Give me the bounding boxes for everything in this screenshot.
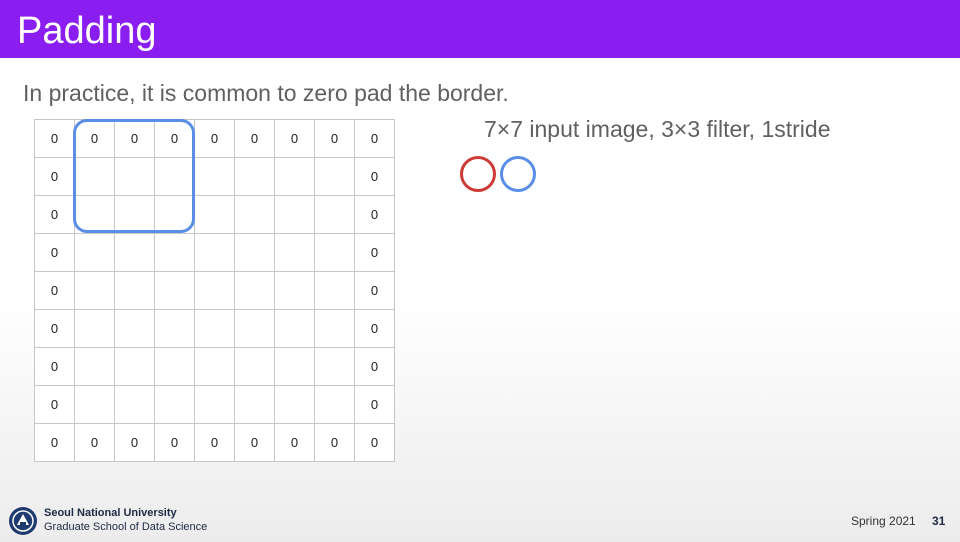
grid-cell (274, 233, 315, 272)
grid-cell: 0 (354, 157, 395, 196)
title-bar: Padding (0, 0, 960, 58)
grid-cell (154, 347, 195, 386)
grid-cell (114, 195, 155, 234)
grid-cell (114, 157, 155, 196)
grid-cell: 0 (354, 271, 395, 310)
grid-cell (274, 271, 315, 310)
grid-cell: 0 (194, 423, 235, 462)
grid-cell: 0 (274, 119, 315, 158)
grid-cell (114, 309, 155, 348)
grid-cell (234, 271, 275, 310)
blue-circle-icon (500, 156, 536, 192)
grid-cell (194, 157, 235, 196)
grid-cell (154, 385, 195, 424)
grid-cell (194, 195, 235, 234)
grid-cell: 0 (194, 119, 235, 158)
university-logo-icon (9, 507, 37, 535)
description-text: 7×7 input image, 3×3 filter, 1stride (484, 116, 831, 142)
grid-cell (154, 271, 195, 310)
grid-cell: 0 (154, 423, 195, 462)
grid-cell (74, 385, 115, 424)
grid-cell: 0 (34, 309, 75, 348)
grid-cell: 0 (34, 233, 75, 272)
grid-cell: 0 (354, 423, 395, 462)
grid-cell: 0 (354, 309, 395, 348)
grid-cell: 0 (34, 119, 75, 158)
grid-cell: 0 (314, 119, 355, 158)
university-name: Seoul National University (44, 507, 177, 519)
grid-cell (234, 385, 275, 424)
grid-cell (74, 233, 115, 272)
grid-cell (314, 233, 355, 272)
filter-window-outline (73, 119, 195, 233)
grid-cell: 0 (234, 119, 275, 158)
page-number: 31 (932, 514, 946, 528)
grid-cell (234, 347, 275, 386)
grid-cell: 0 (274, 423, 315, 462)
term-label: Spring 2021 (851, 514, 916, 528)
grid-cell: 0 (354, 119, 395, 158)
grid-cell (114, 385, 155, 424)
grid-cell: 0 (34, 347, 75, 386)
grid-cell (74, 271, 115, 310)
grid-cell (234, 195, 275, 234)
grid-cell (194, 309, 235, 348)
grid-cell (314, 309, 355, 348)
grid-cell (314, 271, 355, 310)
grid-cell (274, 195, 315, 234)
grid-cell (314, 347, 355, 386)
grid-cell (314, 195, 355, 234)
grid-cell (194, 347, 235, 386)
grid-cell (314, 385, 355, 424)
grid-cell: 0 (114, 423, 155, 462)
grid-cell: 0 (34, 157, 75, 196)
grid-cell (274, 347, 315, 386)
grid-cell (114, 347, 155, 386)
grid-cell: 0 (34, 271, 75, 310)
grid-cell: 0 (314, 423, 355, 462)
grid-cell (194, 233, 235, 272)
grid-cell (234, 309, 275, 348)
grid-cell (194, 385, 235, 424)
grid-cell: 0 (354, 195, 395, 234)
grid-cell (314, 157, 355, 196)
slide-subtitle: In practice, it is common to zero pad th… (23, 80, 509, 106)
red-circle-icon (460, 156, 496, 192)
grid-cell (274, 157, 315, 196)
grid-cell: 0 (354, 385, 395, 424)
grid-cell (74, 309, 115, 348)
grid-cell (194, 271, 235, 310)
grid-cell (274, 309, 315, 348)
grid-cell: 0 (34, 195, 75, 234)
grid-cell (154, 309, 195, 348)
slide-title: Padding (17, 10, 157, 52)
grid-cell (154, 233, 195, 272)
grid-cell: 0 (34, 423, 75, 462)
grid-cell (234, 233, 275, 272)
grid-cell: 0 (354, 233, 395, 272)
grid-cell (114, 271, 155, 310)
school-name: Graduate School of Data Science (44, 521, 208, 533)
grid-cell: 0 (234, 423, 275, 462)
grid-cell (114, 233, 155, 272)
grid-cell: 0 (34, 385, 75, 424)
grid-cell (74, 347, 115, 386)
grid-cell: 0 (74, 423, 115, 462)
grid-cell: 0 (354, 347, 395, 386)
grid-cell (234, 157, 275, 196)
grid-cell (274, 385, 315, 424)
